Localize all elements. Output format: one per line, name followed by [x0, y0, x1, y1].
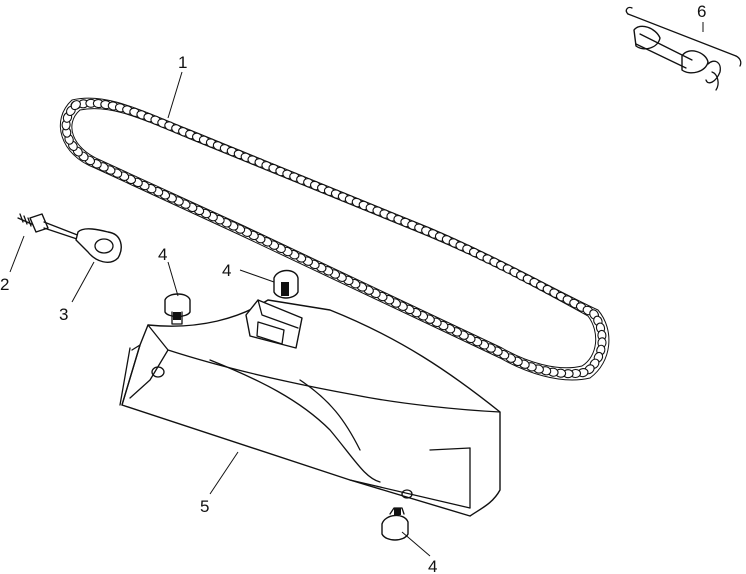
adjuster-bolt [17, 213, 81, 241]
callout-chain-guard: 5 [200, 497, 209, 516]
callout-nut-left: 4 [158, 245, 167, 264]
leader-lines [9, 22, 704, 557]
callout-master-link: 6 [697, 2, 706, 21]
callout-chain: 1 [178, 53, 187, 72]
master-link [625, 6, 742, 91]
callout-nut-bracket: 4 [222, 261, 231, 280]
flange-nut-lower [381, 507, 409, 541]
callout-adjuster-plate: 3 [59, 305, 68, 324]
callout-adjuster-bolt: 2 [0, 275, 9, 294]
chain-guard [119, 299, 501, 517]
adjuster-plate [75, 228, 122, 263]
chain-link [70, 100, 81, 111]
drive-chain [59, 97, 610, 381]
callout-nut-lower: 4 [428, 557, 437, 574]
flange-nut-upper-right [273, 269, 299, 299]
flange-nut-upper-left [164, 293, 191, 325]
